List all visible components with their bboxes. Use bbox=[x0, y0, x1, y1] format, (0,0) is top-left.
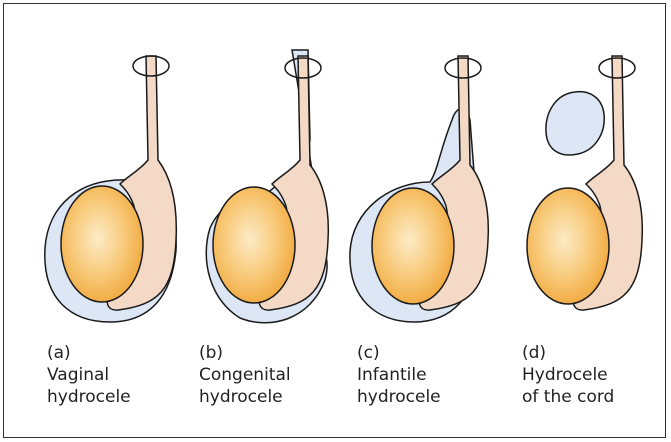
caption-c: (c) Infantile hydrocele bbox=[357, 342, 441, 408]
testis bbox=[527, 188, 609, 304]
testis bbox=[372, 188, 454, 304]
caption-line1: Infantile bbox=[357, 364, 441, 386]
caption-letter: (a) bbox=[47, 342, 131, 364]
caption-d: (d) Hydrocele of the cord bbox=[522, 342, 614, 408]
caption-line2: hydrocele bbox=[357, 386, 441, 408]
caption-b: (b) Congenital hydrocele bbox=[199, 342, 291, 408]
caption-letter: (c) bbox=[357, 342, 441, 364]
caption-line2: of the cord bbox=[522, 386, 614, 408]
caption-line1: Congenital bbox=[199, 364, 291, 386]
panel-a-illustration bbox=[45, 56, 177, 322]
panel-c-illustration bbox=[350, 56, 488, 322]
caption-a: (a) Vaginal hydrocele bbox=[47, 342, 131, 408]
encysted-cord-hydrocele bbox=[546, 92, 604, 155]
caption-line1: Hydrocele bbox=[522, 364, 614, 386]
panel-d-illustration bbox=[527, 56, 642, 310]
caption-line2: hydrocele bbox=[199, 386, 291, 408]
caption-letter: (d) bbox=[522, 342, 614, 364]
panel-b-illustration bbox=[206, 50, 328, 323]
testis bbox=[213, 187, 295, 303]
testis bbox=[61, 186, 143, 302]
caption-letter: (b) bbox=[199, 342, 291, 364]
caption-line1: Vaginal bbox=[47, 364, 131, 386]
caption-line2: hydrocele bbox=[47, 386, 131, 408]
